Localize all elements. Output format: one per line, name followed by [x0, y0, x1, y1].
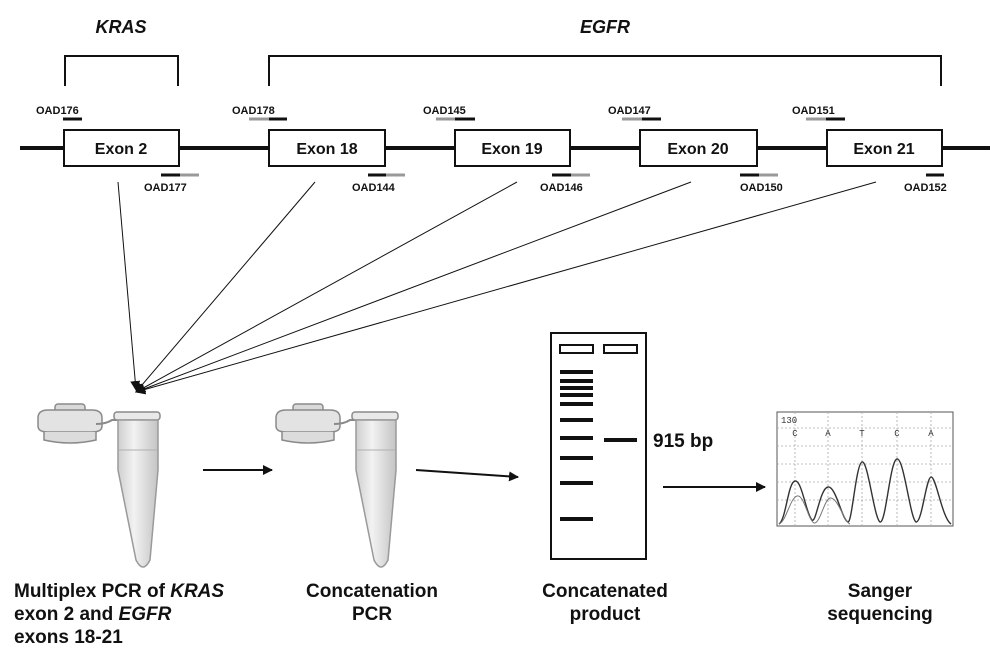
base-call: C [894, 429, 900, 439]
caption-multiplex-pcr: Multiplex PCR of KRAS exon 2 and EGFR ex… [14, 580, 284, 649]
egfr-bracket [268, 55, 942, 86]
caption-text: Concatenation [306, 581, 438, 602]
converging-arrows [117, 181, 877, 395]
pcr-tube-icon [275, 403, 399, 568]
band-size-label: 915 bp [653, 431, 713, 452]
caption-text: Concatenated [542, 581, 668, 602]
arrow-exon-20 [135, 181, 692, 394]
caption-concatenation-pcr: Concatenation PCR [282, 580, 462, 626]
arrow-exon-21 [135, 181, 877, 395]
arrow-exon-18 [135, 181, 316, 393]
exon-label: Exon 19 [481, 141, 542, 158]
svg-text:OAD177: OAD177 [144, 182, 187, 194]
kras-bracket [64, 55, 179, 86]
caption-text: exons 18-21 [14, 627, 123, 648]
svg-text:OAD176: OAD176 [36, 105, 79, 117]
svg-text:OAD178: OAD178 [232, 105, 275, 117]
primer-oad176: OAD176 [36, 105, 82, 121]
primer-oad152: OAD152 [904, 173, 947, 194]
arrow-exon-2 [117, 181, 141, 391]
caption-sanger-sequencing: Sanger sequencing [800, 580, 960, 626]
svg-text:OAD150: OAD150 [740, 182, 783, 194]
ladder-bands [560, 370, 593, 521]
trace-position: 130 [781, 416, 797, 426]
caption-text: PCR [351, 604, 393, 625]
primer-oad146: OAD146 [540, 173, 590, 194]
caption-concatenated-product: Concatenated product [520, 580, 690, 626]
primer-oad145: OAD145 [423, 105, 475, 121]
flow-arrow [415, 469, 519, 482]
base-call: C [792, 429, 798, 439]
pcr-tube-icon [37, 403, 161, 568]
exon-label: Exon 21 [853, 141, 914, 158]
svg-text:OAD147: OAD147 [608, 105, 651, 117]
chromatogram-icon: 130 C A T C A [776, 411, 954, 527]
base-call: A [825, 429, 831, 439]
primer-oad177: OAD177 [144, 173, 199, 194]
caption-gene-egfr: EGFR [118, 604, 172, 625]
caption-gene-kras: KRAS [170, 581, 225, 602]
caption-text: sequencing [827, 604, 933, 625]
exon-label: Exon 20 [667, 141, 728, 158]
product-band [604, 438, 637, 442]
trace-line [778, 495, 851, 525]
exon-box-20: Exon 20 [639, 129, 758, 167]
gene-label-egfr: EGFR [580, 17, 630, 37]
caption-text: product [569, 604, 641, 625]
arrow-exon-19 [135, 181, 518, 393]
exon-box-2: Exon 2 [63, 129, 180, 167]
caption-text: Multiplex PCR of [14, 581, 171, 602]
svg-text:OAD152: OAD152 [904, 182, 947, 194]
caption-text: Sanger [847, 581, 913, 602]
exon-label: Exon 2 [95, 141, 148, 158]
base-call: T [859, 429, 865, 439]
svg-text:OAD145: OAD145 [423, 105, 466, 117]
svg-text:OAD144: OAD144 [352, 182, 396, 194]
primer-oad178: OAD178 [232, 105, 287, 121]
primer-oad150: OAD150 [740, 173, 783, 194]
gel-icon [550, 332, 647, 560]
exon-label: Exon 18 [296, 141, 357, 158]
caption-text: exon 2 and [14, 604, 119, 625]
base-call: A [928, 429, 934, 439]
svg-text:OAD151: OAD151 [792, 105, 835, 117]
primer-oad147: OAD147 [608, 105, 661, 121]
svg-text:OAD146: OAD146 [540, 182, 583, 194]
gene-label-kras: KRAS [95, 17, 146, 37]
exon-box-21: Exon 21 [826, 129, 943, 167]
exon-box-19: Exon 19 [454, 129, 571, 167]
primer-oad151: OAD151 [792, 105, 845, 121]
primer-oad144: OAD144 [352, 173, 405, 194]
exon-box-18: Exon 18 [268, 129, 386, 167]
